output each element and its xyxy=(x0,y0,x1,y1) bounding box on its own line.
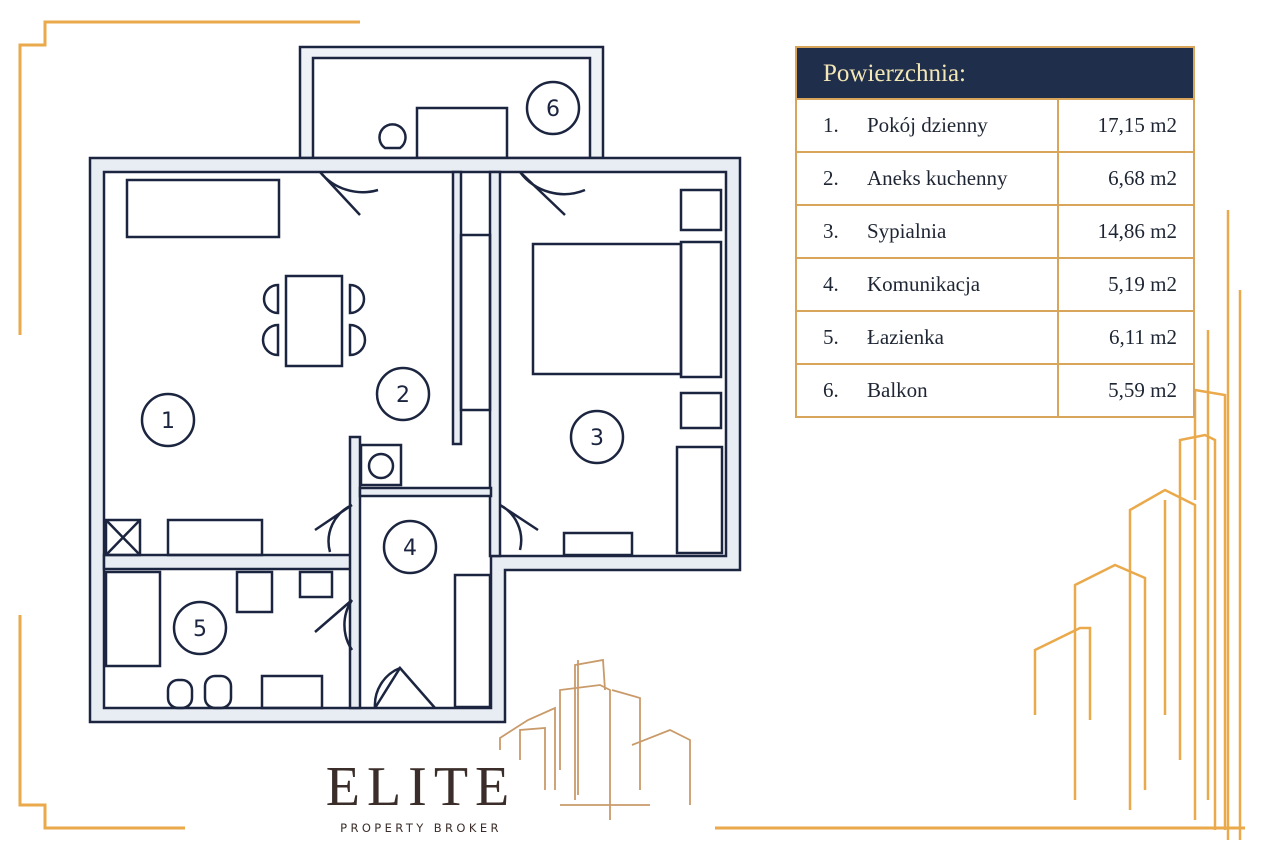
tv-cabinet xyxy=(166,518,264,557)
wall-bathroom-top xyxy=(102,553,358,571)
kitchen-counter xyxy=(459,233,492,412)
nightstand xyxy=(679,188,723,232)
skyline-illustration xyxy=(1033,210,1242,840)
wall-hall-top xyxy=(358,486,493,498)
room-name: Łazienka xyxy=(867,325,944,349)
door-living xyxy=(314,503,353,553)
frame-corner-bottom-left xyxy=(18,615,185,830)
sofa xyxy=(125,178,281,239)
room-marker-3 xyxy=(569,409,625,465)
logo-title: ELITE xyxy=(325,756,517,818)
room-marker-1 xyxy=(140,392,196,448)
room-area: 6,68 m2 xyxy=(1108,166,1177,190)
room-marker-5 xyxy=(172,600,228,656)
door-bathroom xyxy=(314,599,354,651)
row-number: 3. xyxy=(823,219,839,243)
room-area: 17,15 m2 xyxy=(1097,113,1177,137)
kitchen-cooktop xyxy=(359,443,403,487)
row-number: 5. xyxy=(823,325,839,349)
bidet xyxy=(203,674,233,710)
shoe-cabinet xyxy=(453,573,492,709)
room-name: Komunikacja xyxy=(867,272,981,296)
row-number: 1. xyxy=(823,113,839,137)
logo-skyline xyxy=(499,658,691,820)
door-balcony-bedroom xyxy=(518,171,586,216)
room-area: 14,86 m2 xyxy=(1097,219,1177,243)
table-row: 2. Aneks kuchenny 6,68 m2 xyxy=(797,151,1193,204)
wardrobe xyxy=(675,445,724,555)
room-area: 5,19 m2 xyxy=(1108,272,1177,296)
door-balcony-living xyxy=(319,171,379,216)
table-row: 5. Łazienka 6,11 m2 xyxy=(797,310,1193,363)
room-marker-2 xyxy=(375,366,431,422)
row-number: 6. xyxy=(823,378,839,402)
door-bedroom xyxy=(499,503,539,551)
room-area: 5,59 m2 xyxy=(1108,378,1177,402)
room-name: Sypialnia xyxy=(867,219,947,243)
desk xyxy=(562,531,634,557)
room-marker-4 xyxy=(382,519,438,575)
closet-cross xyxy=(105,519,141,556)
room-name: Aneks kuchenny xyxy=(867,166,1008,190)
table-row: 3. Sypialnia 14,86 m2 xyxy=(797,204,1193,257)
table-row: 4. Komunikacja 5,19 m2 xyxy=(797,257,1193,310)
door-entrance xyxy=(373,665,436,709)
wall-bathroom-side xyxy=(348,435,362,710)
bedroom-cabinet xyxy=(679,240,723,379)
room-number-2: 2 xyxy=(396,383,410,408)
room-marker-6 xyxy=(525,80,581,136)
dining-chairs xyxy=(261,283,367,357)
company-logo: ELITE PROPERTY BROKER xyxy=(296,757,546,835)
logo-subtitle: PROPERTY BROKER xyxy=(340,821,502,835)
table-row: 1. Pokój dzienny 17,15 m2 xyxy=(797,98,1193,151)
bathtub xyxy=(260,674,324,710)
frame-corner-top-left xyxy=(18,20,360,335)
area-table-title: Powierzchnia: xyxy=(797,48,1193,98)
room-area: 6,11 m2 xyxy=(1108,325,1177,349)
stove-icon xyxy=(367,452,395,480)
wall-bedroom xyxy=(488,170,502,558)
dresser xyxy=(679,391,723,430)
row-number: 4. xyxy=(823,272,839,296)
room-name: Pokój dzienny xyxy=(867,113,988,137)
room-name: Balkon xyxy=(867,378,928,402)
room-number-5: 5 xyxy=(193,617,207,642)
balcony-chair xyxy=(378,123,407,150)
room-number-1: 1 xyxy=(161,409,175,434)
toilet xyxy=(166,678,194,710)
shower xyxy=(104,570,162,668)
area-table: Powierzchnia: 1. Pokój dzienny 17,15 m2 2.… xyxy=(795,46,1195,418)
table-row: 6. Balkon 5,59 m2 xyxy=(797,363,1193,416)
room-number-4: 4 xyxy=(403,536,417,561)
washing-machine xyxy=(235,570,274,614)
room-number-6: 6 xyxy=(546,97,560,122)
closet-box xyxy=(104,518,142,557)
room-number-3: 3 xyxy=(590,426,604,451)
row-number: 2. xyxy=(823,166,839,190)
dining-table xyxy=(284,274,344,368)
sink xyxy=(298,570,334,599)
